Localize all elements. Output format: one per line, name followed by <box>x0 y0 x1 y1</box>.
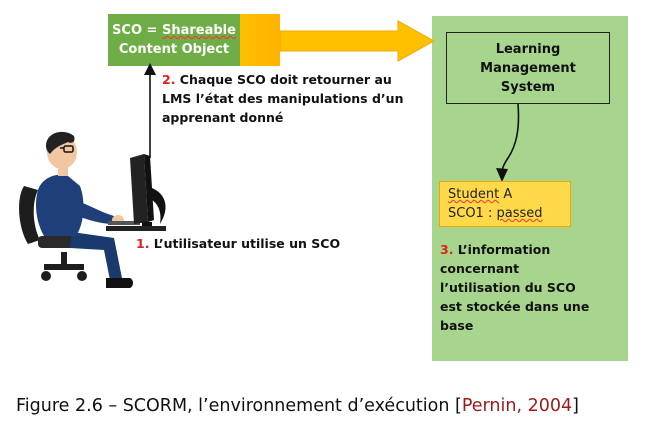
user-at-computer-icon <box>19 131 166 288</box>
step-2-line2: LMS l’état des manipulations d’un <box>162 91 404 106</box>
step-3-text: 3. L’information concernant l’utilisatio… <box>440 240 620 335</box>
step-3-line3: l’utilisation du SCO <box>440 280 576 295</box>
step-3-line4: est stockée dans une <box>440 299 590 314</box>
step-2-number: 2. <box>162 72 176 87</box>
step-2-text: 2. Chaque SCO doit retourner au LMS l’ét… <box>162 70 422 127</box>
step-1-line: L’utilisateur utilise un SCO <box>149 236 341 251</box>
sco1-sep: : <box>483 206 497 221</box>
sco-abbr: SCO <box>112 23 143 38</box>
step-3-line1: L’information <box>453 242 551 257</box>
student-name: A <box>499 187 513 202</box>
lms-title-box: Learning Management System <box>446 32 610 104</box>
lms-line1: Learning <box>495 41 561 57</box>
arrow-lms-to-record <box>496 103 520 182</box>
step-1-number: 1. <box>136 236 150 251</box>
step-1-text: 1. L’utilisateur utilise un SCO <box>136 234 356 253</box>
sco1-status: passed <box>496 206 543 221</box>
sco-equals: = <box>142 23 162 38</box>
caption-bracket: ] <box>572 396 579 416</box>
student-record: Student A SCO1 : passed <box>439 181 571 227</box>
arrow-user-to-sco <box>144 63 156 158</box>
caption-citation[interactable]: Pernin, 2004 <box>461 396 573 416</box>
sco-orange-block <box>240 14 280 66</box>
sco1-label: SCO1 <box>448 206 484 221</box>
step-3-line5: base <box>440 318 474 333</box>
sco-label: SCO = Shareable Content Object <box>108 14 240 66</box>
arrow-sco-to-lms <box>279 20 436 62</box>
step-2-line3: apprenant donné <box>162 110 284 125</box>
step-3-line2: concernant <box>440 261 520 276</box>
sco-box: SCO = Shareable Content Object <box>108 14 280 66</box>
step-3-number: 3. <box>440 242 454 257</box>
step-2-line1: Chaque SCO doit retourner au <box>175 72 392 87</box>
lms-line2: Management <box>480 60 576 76</box>
figure-caption: Figure 2.6 – SCORM, l’environnement d’ex… <box>16 396 656 416</box>
lms-line3: System <box>500 79 556 95</box>
sco-shareable: Shareable <box>161 23 236 38</box>
student-label: Student <box>448 187 500 202</box>
sco-line2: Content Object <box>118 42 230 57</box>
caption-text: Figure 2.6 – SCORM, l’environnement d’ex… <box>16 396 462 416</box>
